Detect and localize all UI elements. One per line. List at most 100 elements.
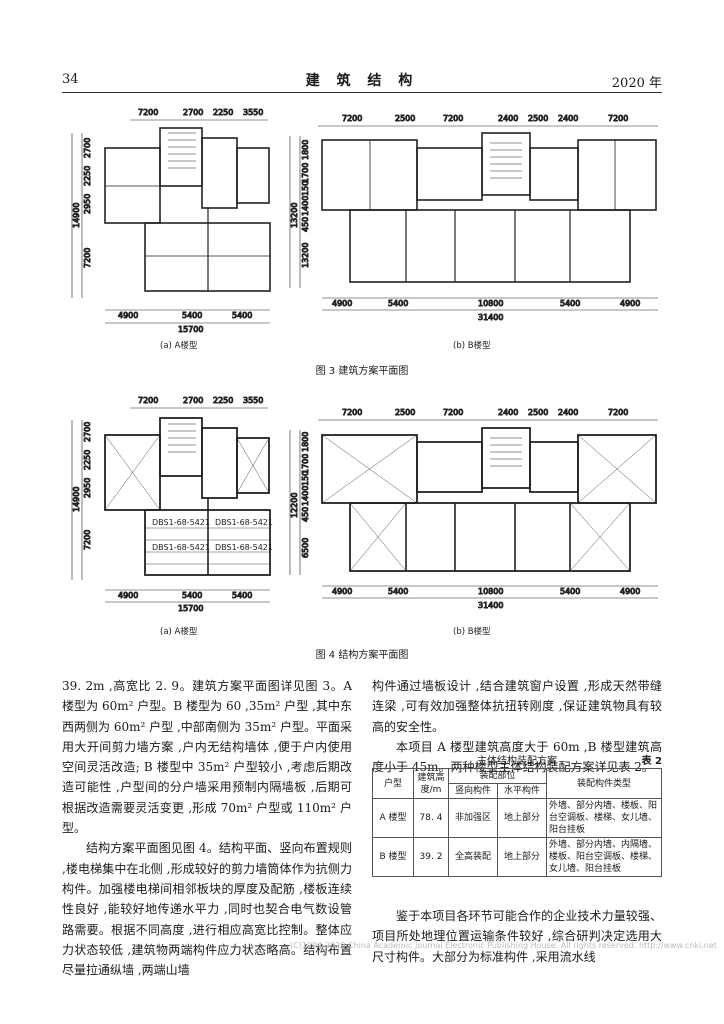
fig4-b-dim-bottom-3: 10800 — [478, 587, 503, 596]
fig3-b-dim-left-total: 13200 — [290, 203, 299, 228]
cell-height: 39. 2 — [413, 837, 449, 877]
figure-4-svg: 7200 2700 2250 3550 2700 2250 2950 7200 … — [72, 396, 658, 637]
fig3-a-dim-top-2: 2700 — [183, 108, 203, 117]
fig4-b-dim-bottom-5: 4900 — [620, 587, 640, 596]
fig4-a-dim-left-4: 7200 — [83, 530, 92, 550]
fig3-a-dim-left-3: 2950 — [83, 194, 92, 214]
fig4-a-dim-top-2: 2700 — [183, 396, 203, 405]
th-horizontal: 水平构件 — [497, 783, 547, 799]
right-paragraph-1: 构件通过墙板设计 ,结合建筑窗户设置 ,形成天然带缝连梁 ,可有效加强整体抗扭转… — [372, 679, 662, 734]
cell-horizontal: 地上部分 — [497, 837, 547, 877]
fig3-b-dim-bottom-5: 4900 — [620, 299, 640, 308]
fig4-b-dim-top-1: 7200 — [342, 408, 362, 417]
fig4-b-dim-left-4: 1400 — [301, 486, 310, 506]
fig3-b-dim-bottom-1: 4900 — [332, 299, 352, 308]
fig3-sub-a: (a) A楼型 — [160, 340, 198, 351]
fig3-b-dim-left-4: 1400 — [301, 196, 310, 216]
fig4-b-dim-left-2: 1700 — [301, 454, 310, 474]
fig4-a-slab-label-2: DBS1-68-5421 — [215, 518, 273, 527]
figure-3-caption: 图 3 建筑方案平面图 — [315, 366, 409, 377]
fig3-a-dim-left-2: 2250 — [83, 166, 92, 186]
th-type: 户型 — [372, 768, 414, 799]
fig4-b-dim-bottom-2: 5400 — [388, 587, 408, 596]
fig4-a-dim-bottom-1: 4900 — [118, 591, 138, 600]
fig3-sub-b: (b) B楼型 — [453, 340, 491, 351]
fig4-b-dim-top-6: 2400 — [558, 408, 578, 417]
fig4-b-dim-bottom-1: 4900 — [332, 587, 352, 596]
fig3-a-dim-top-1: 7200 — [138, 108, 158, 117]
figure-4-structural-plans: 7200 2700 2250 3550 2700 2250 2950 7200 … — [60, 390, 670, 640]
table-header-row-2: 竖向构件 水平构件 — [373, 783, 662, 799]
fig3-a-dim-left-total: 14900 — [72, 203, 81, 228]
fig4-a-slab-label-3: DBS1-68-5421 — [152, 543, 210, 552]
cell-vertical: 非加强区 — [448, 798, 498, 838]
fig3-b-dim-bottom-3: 10800 — [478, 299, 503, 308]
fig4-b-dim-top-3: 7200 — [443, 408, 463, 417]
fig4-a-bottom-dims: 4900 5400 5400 15700 — [105, 589, 270, 614]
fig3-a-dim-bottom-total: 15700 — [178, 325, 203, 334]
fig4-a-dim-bottom-2: 5400 — [182, 591, 202, 600]
fig4-a-slab-label-4: DBS1-68-5421 — [215, 543, 273, 552]
table-2-title: 主体结构装配方案 — [477, 756, 557, 767]
th-components: 装配构件类型 — [546, 768, 662, 799]
fig3-b-dim-top-1: 7200 — [342, 114, 362, 123]
fig3-b-dim-left-2: 1700 — [301, 163, 310, 183]
figure-4-caption: 图 4 结构方案平面图 — [315, 650, 409, 661]
page-number: 34 — [62, 72, 79, 87]
fig4-plan-b: 7200 2500 7200 2400 2500 2400 7200 1800 … — [290, 408, 658, 611]
table-2-number: 表 2 — [641, 756, 662, 767]
fig4-a-slab-labels: DBS1-68-5421 DBS1-68-5421 DBS1-68-5421 D… — [152, 518, 273, 552]
th-vertical: 竖向构件 — [448, 783, 498, 799]
fig3-b-dim-left-3: 150 — [301, 181, 310, 196]
fig3-b-dim-top-6: 2400 — [558, 114, 578, 123]
fig4-a-dim-top-3: 2250 — [213, 396, 233, 405]
cell-components: 外墙、部分内墙、楼板、阳台空调板、楼梯、女儿墙、阳台挂板 — [546, 798, 662, 838]
fig3-a-dim-bottom-3: 5400 — [232, 311, 252, 320]
fig3-b-dim-left-1: 1800 — [301, 140, 310, 160]
fig4-a-dim-left-3: 2950 — [83, 478, 92, 498]
fig4-b-dim-top-4: 2400 — [498, 408, 518, 417]
header-rule — [62, 92, 662, 93]
figure-3-architectural-plans: 7200 2700 2250 3550 2700 2250 2950 7200 … — [60, 98, 670, 358]
fig3-b-dim-left-lower: 13200 — [301, 243, 310, 268]
fig4-b-dim-left-5: 450 — [301, 507, 310, 522]
figure-3-svg: 7200 2700 2250 3550 2700 2250 2950 7200 … — [72, 108, 658, 351]
fig4-plan-a: 7200 2700 2250 3550 2700 2250 2950 7200 … — [72, 396, 271, 580]
table-row: A 楼型 78. 4 非加强区 地上部分 外墙、部分内墙、楼板、阳台空调板、楼梯… — [372, 798, 662, 838]
fig3-b-dim-top-4: 2400 — [498, 114, 518, 123]
fig3-plan-a: 7200 2700 2250 3550 2700 2250 2950 7200 … — [72, 108, 271, 335]
fig3-b-dim-bottom-total: 31400 — [478, 313, 503, 322]
left-column: 39. 2m ,高宽比 2. 9。建筑方案平面图详见图 3。A 楼型为 60m²… — [62, 676, 352, 980]
right-column-bottom: 鉴于本项目各环节可能合作的企业技术力量较强、项目所处地理位置运输条件较好 ,综合… — [372, 906, 662, 967]
fig3-a-dim-left-1: 2700 — [83, 138, 92, 158]
fig4-b-dim-bottom-4: 5400 — [560, 587, 580, 596]
fig3-a-dim-top-4: 3550 — [243, 108, 263, 117]
fig3-plan-b: 7200 2500 7200 2400 2500 2400 7200 1800 … — [290, 114, 658, 323]
fig3-a-dim-bottom-1: 4900 — [118, 311, 138, 320]
fig4-a-dim-bottom-3: 5400 — [232, 591, 252, 600]
left-paragraph-2: 结构方案平面图见图 4。结构平面、竖向布置规则 ,楼电梯集中在北侧 ,形成较好的… — [62, 841, 352, 978]
cell-components: 外墙、部分内墙、内隔墙、楼板、阳台空调板、楼梯、女儿墙、阳台挂板 — [546, 837, 662, 877]
fig4-b-dim-top-2: 2500 — [395, 408, 415, 417]
fig3-b-dim-top-5: 2500 — [528, 114, 548, 123]
fig4-b-dim-top-7: 7200 — [608, 408, 628, 417]
fig4-b-dim-left-3: 150 — [301, 471, 310, 486]
cell-horizontal: 地上部分 — [497, 798, 547, 838]
table-2: 户型 建筑高度/m 装配部位 装配构件类型 竖向构件 水平构件 A 楼型 78.… — [372, 768, 662, 877]
fig4-a-dim-left-total: 14900 — [72, 487, 81, 512]
issue-year: 2020 年 — [611, 76, 662, 91]
right-paragraph-3: 鉴于本项目各环节可能合作的企业技术力量较强、项目所处地理位置运输条件较好 ,综合… — [372, 909, 662, 964]
fig4-b-dim-top-5: 2500 — [528, 408, 548, 417]
table-row: B 楼型 39. 2 全高装配 地上部分 外墙、部分内墙、内隔墙、楼板、阳台空调… — [372, 837, 662, 877]
cell-type: B 楼型 — [372, 837, 414, 877]
left-paragraph-1: 39. 2m ,高宽比 2. 9。建筑方案平面图详见图 3。A 楼型为 60m²… — [62, 679, 352, 836]
fig3-b-dim-bottom-4: 5400 — [560, 299, 580, 308]
fig3-b-dim-left-5: 450 — [301, 217, 310, 232]
cell-type: A 楼型 — [372, 798, 414, 838]
fig4-a-dim-left-1: 2700 — [83, 422, 92, 442]
fig3-b-dim-top-3: 7200 — [443, 114, 463, 123]
fig4-a-slab-label-1: DBS1-68-5421 — [152, 518, 210, 527]
watermark: (C)1994-2020 China Academic Journal Elec… — [290, 941, 717, 950]
fig3-a-dim-bottom-2: 5400 — [182, 311, 202, 320]
fig4-a-dim-top-1: 7200 — [138, 396, 158, 405]
